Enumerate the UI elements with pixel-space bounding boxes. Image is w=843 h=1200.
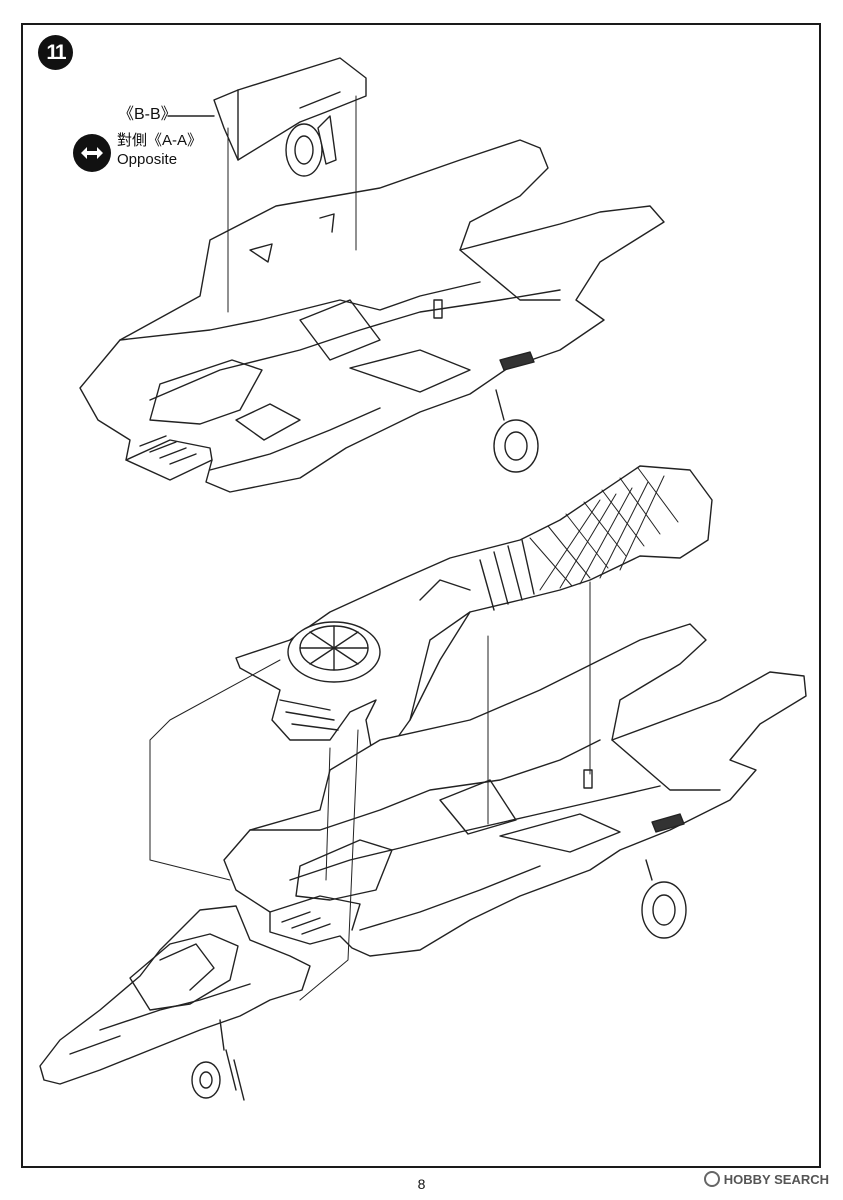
guide-line-5 [325, 747, 331, 881]
main-landing-gear-lower [641, 859, 687, 939]
gear-door-part [213, 57, 367, 177]
opposite-label: Opposite [117, 151, 178, 168]
upper-fuselage-half [79, 139, 665, 493]
watermark-logo-icon [703, 1171, 720, 1187]
watermark-text: HOBBY SEARCH [723, 1171, 829, 1187]
part-reference-bb: 《B-B》 [118, 106, 177, 123]
opposite-reference-aa: 對側《A-A》 [117, 132, 203, 149]
watermark: HOBBY SEARCH [703, 1171, 829, 1187]
lower-fuselage-half [223, 623, 807, 957]
left-right-arrow-icon [73, 134, 111, 172]
main-landing-gear-upper [493, 389, 539, 473]
forward-fuselage-cockpit [39, 905, 311, 1101]
guide-line-6 [149, 659, 281, 881]
page-number: 8 [417, 1176, 426, 1192]
intake-duct-part [235, 465, 713, 753]
guide-line-7 [299, 729, 359, 1001]
step-number-badge: 11 [38, 35, 73, 70]
instruction-sheet-frame [21, 23, 821, 1168]
